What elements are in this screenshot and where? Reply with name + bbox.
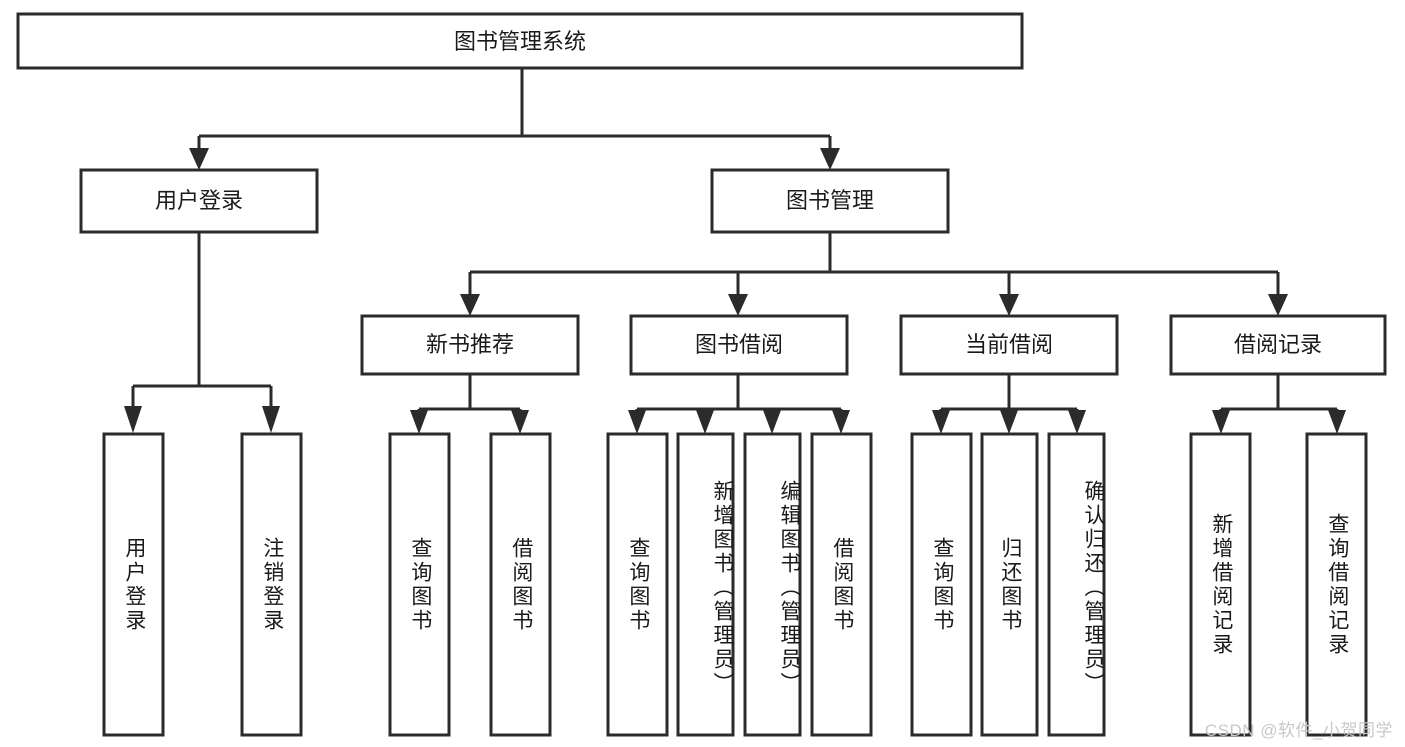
arrow-head-leaf-c2: [1000, 410, 1018, 434]
node-leaf-query-book-1-box[interactable]: [388, 432, 451, 737]
arrow-head-leaf-c3: [1068, 410, 1086, 434]
node-user-login-label: 用户登录: [155, 188, 243, 213]
node-leaf-confirm-return-box[interactable]: [1047, 432, 1106, 737]
node-root-system-label: 图书管理系统: [454, 29, 586, 54]
arrow-head-leaf-b4: [832, 410, 850, 434]
node-book-management-box[interactable]: [710, 168, 950, 234]
arrow-head-leaf-c1: [932, 410, 950, 434]
node-leaf-borrow-book-1-box[interactable]: [489, 432, 552, 737]
node-book-management[interactable]: 图书管理: [710, 168, 950, 234]
node-user-login-box[interactable]: [79, 168, 319, 234]
node-book-borrow-label: 图书借阅: [695, 332, 783, 357]
connector-root-to-level2: [189, 68, 840, 170]
connector-book-manage-to-level3: [460, 232, 1288, 316]
node-leaf-user-login-box[interactable]: [102, 432, 165, 737]
node-book-borrow[interactable]: 图书借阅: [629, 314, 849, 376]
csdn-watermark: CSDN @软件_小贺同学: [1204, 721, 1393, 740]
node-new-book-recommend[interactable]: 新书推荐: [360, 314, 580, 376]
arrow-head-user-login: [189, 148, 209, 170]
connector-user-login-to-leaves: [124, 232, 280, 433]
node-leaf-borrow-book-2-box[interactable]: [810, 432, 873, 737]
node-leaf-add-record-box[interactable]: [1189, 432, 1252, 737]
node-leaf-logout-box[interactable]: [240, 432, 303, 737]
arrow-head-leaf-u1: [124, 406, 142, 433]
arrow-head-leaf-b1: [628, 410, 646, 434]
arrow-head-leaf-b3: [763, 410, 781, 434]
node-current-borrow-box[interactable]: [899, 314, 1119, 376]
node-current-borrow-label: 当前借阅: [965, 332, 1053, 357]
node-new-book-recommend-box[interactable]: [360, 314, 580, 376]
node-book-borrow-box[interactable]: [629, 314, 849, 376]
arrow-head-leaf-n1: [410, 410, 428, 434]
node-root-system-box[interactable]: [16, 12, 1024, 70]
node-book-management-label: 图书管理: [786, 188, 874, 213]
node-leaf-query-book-2-box[interactable]: [606, 432, 669, 737]
node-leaf-edit-book-box[interactable]: [743, 432, 802, 737]
arrow-head-book-borrow: [728, 294, 748, 316]
node-leaf-add-book-box[interactable]: [676, 432, 735, 737]
node-borrow-record[interactable]: 借阅记录: [1169, 314, 1387, 376]
arrow-head-book-manage: [820, 148, 840, 170]
arrow-head-leaf-r1: [1212, 410, 1230, 434]
arrow-head-leaf-u2: [262, 406, 280, 433]
connector-new-book-to-leaves: [410, 374, 529, 434]
arrow-head-leaf-b2: [696, 410, 714, 434]
arrow-head-current-borrow: [999, 294, 1019, 316]
arrow-head-leaf-n2: [511, 410, 529, 434]
node-new-book-recommend-label: 新书推荐: [426, 332, 514, 357]
node-borrow-record-box[interactable]: [1169, 314, 1387, 376]
node-borrow-record-label: 借阅记录: [1234, 332, 1322, 357]
connector-borrow-record-to-leaves: [1212, 374, 1346, 434]
node-root-system[interactable]: 图书管理系统: [16, 12, 1024, 70]
node-user-login[interactable]: 用户登录: [79, 168, 319, 234]
node-leaf-return-book-box[interactable]: [980, 432, 1039, 737]
node-current-borrow[interactable]: 当前借阅: [899, 314, 1119, 376]
node-leaf-query-book-3-box[interactable]: [910, 432, 973, 737]
arrow-head-leaf-r2: [1328, 410, 1346, 434]
node-leaf-query-record-box[interactable]: [1305, 432, 1368, 737]
arrow-head-new-book: [460, 294, 480, 316]
arrow-head-borrow-record: [1268, 294, 1288, 316]
connector-current-borrow-to-leaves: [932, 374, 1086, 434]
connector-book-borrow-to-leaves: [628, 374, 850, 434]
